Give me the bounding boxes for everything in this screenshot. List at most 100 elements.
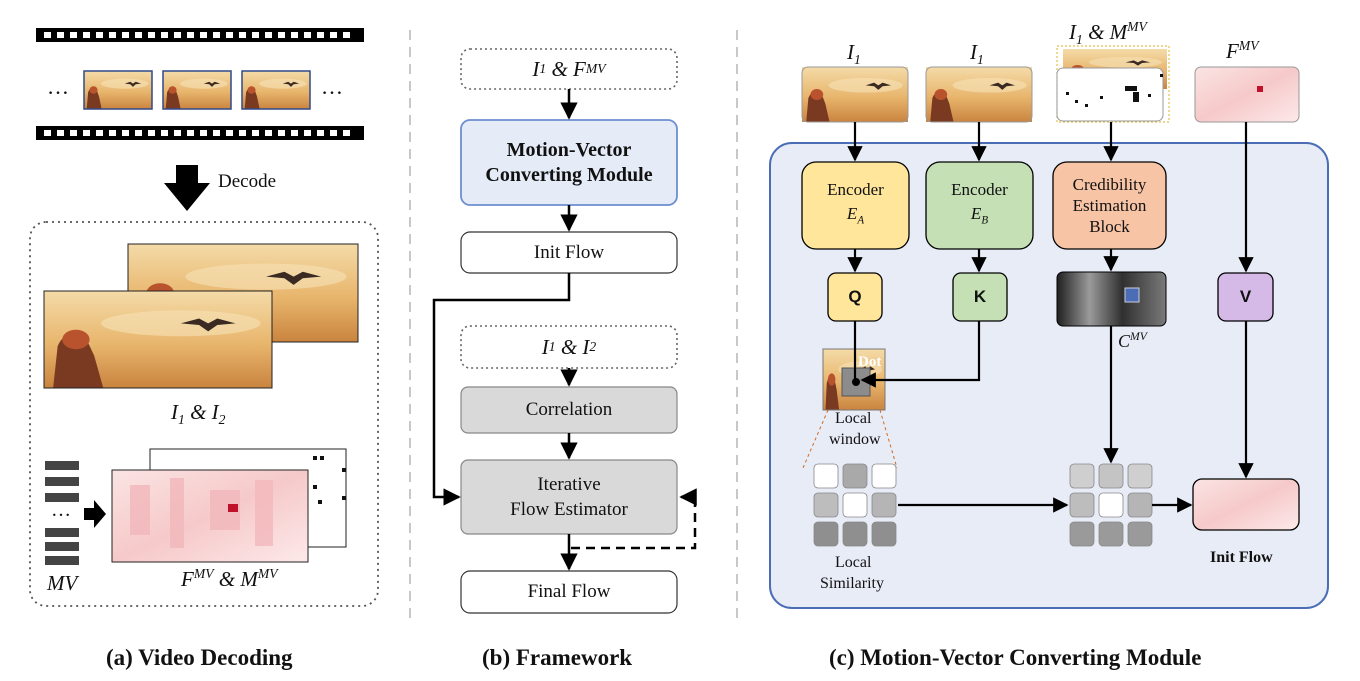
film-perforation [200,32,207,38]
input-label-2: I1 [970,40,984,68]
film-perforation [291,130,298,136]
panel-b [432,48,697,614]
film-perforation [174,130,181,136]
film-perforation [226,32,233,38]
encoder-a: Encoder EA [802,162,909,249]
film-perforation [265,130,272,136]
film-perforation [96,130,103,136]
film-perforation [70,32,77,38]
local-window-label-2: window [829,431,881,448]
film-left-ellipsis: … [47,74,69,99]
local-similarity-label-1: Local [835,554,872,571]
decode-arrow [164,165,210,211]
similarity-cell [1098,521,1124,547]
mv-stack [45,461,79,565]
k-box: K [973,287,987,306]
film-perforation [317,130,324,136]
film-perforation [239,32,246,38]
module-panel [769,142,1329,609]
similarity-cell [1127,492,1153,518]
similarity-cell [1127,463,1153,489]
film-perforation [330,130,337,136]
similarity-cell [842,463,868,489]
film-perforation [187,32,194,38]
estimator-line1: Iterative [537,474,601,495]
film-perforation [200,130,207,136]
film-perforation [83,130,90,136]
film-perforation [291,32,298,38]
decode-label: Decode [218,171,277,192]
similarity-cell [871,492,897,518]
film-perforation [161,32,168,38]
encoder-a-symbol: EA [846,204,865,227]
film-perforation [109,130,116,136]
similarity-cell [871,521,897,547]
film-perforation [226,130,233,136]
film-perforation [174,32,181,38]
ceb-line1: Credibility [1072,175,1147,194]
local-similarity-label-2: Similarity [820,575,884,592]
similarity-cell [813,463,839,489]
film-perforation [109,32,116,38]
film-perforation [343,32,350,38]
estimator-box: Iterative Flow Estimator [461,460,677,534]
film-perforation [122,130,129,136]
input-label-3: I1 & MMV [1069,19,1147,48]
similarity-cell [1069,492,1095,518]
local-window-label-1: Local [835,410,872,427]
film-perforation [57,130,64,136]
module-block: Motion-Vector Converting Module [461,120,677,205]
film-perforation [148,130,155,136]
similarity-cell [842,492,868,518]
film-perforation [70,130,77,136]
film-perforation [343,130,350,136]
module-line1: Motion-Vector [506,138,632,161]
film-perforation [239,130,246,136]
decoded-box [29,221,379,607]
caption-c: (c) Motion-Vector Converting Module [829,645,1202,670]
film-perforation [304,130,311,136]
film-perforation [213,130,220,136]
encoder-b-label: Encoder [951,180,1008,200]
film-perforation [44,130,51,136]
film-perforation [83,32,90,38]
similarity-cell [813,492,839,518]
dot-label: Dot [858,354,882,370]
caption-a: (a) Video Decoding [106,645,293,670]
film-perforation [304,32,311,38]
similarity-cell [813,521,839,547]
init-flow-output-label: Init Flow [1210,549,1273,566]
ceb-line2: Estimation [1072,196,1147,215]
similarity-cell [1069,521,1095,547]
similarity-cell [1098,463,1124,489]
similarity-cell [842,521,868,547]
caption-b: (b) Framework [482,645,633,670]
similarity-cell [1098,492,1124,518]
film-perforation [278,32,285,38]
film-perforation [148,32,155,38]
film-perforation [252,130,259,136]
encoder-b-symbol: EB [970,204,989,227]
film-perforation [122,32,129,38]
encoder-b: Encoder EB [926,162,1033,249]
cmv-label: CMV [1118,330,1147,351]
film-perforation [252,32,259,38]
film-right-ellipsis: … [321,74,343,99]
similarity-cell [1069,463,1095,489]
mv-arrow [84,500,106,528]
film-perforation [187,130,194,136]
mv-ellipsis: … [51,499,71,521]
film-perforation [57,32,64,38]
film-perforation [96,32,103,38]
module-line2: Converting Module [485,163,653,186]
similarity-cell [871,463,897,489]
v-box: V [1239,287,1252,306]
film-perforation [213,32,220,38]
film-perforation [265,32,272,38]
fm-label: FMV & MMV [181,566,278,591]
input-label-1: I1 [847,40,861,68]
film-perforation [44,32,51,38]
film-perforation [135,130,142,136]
